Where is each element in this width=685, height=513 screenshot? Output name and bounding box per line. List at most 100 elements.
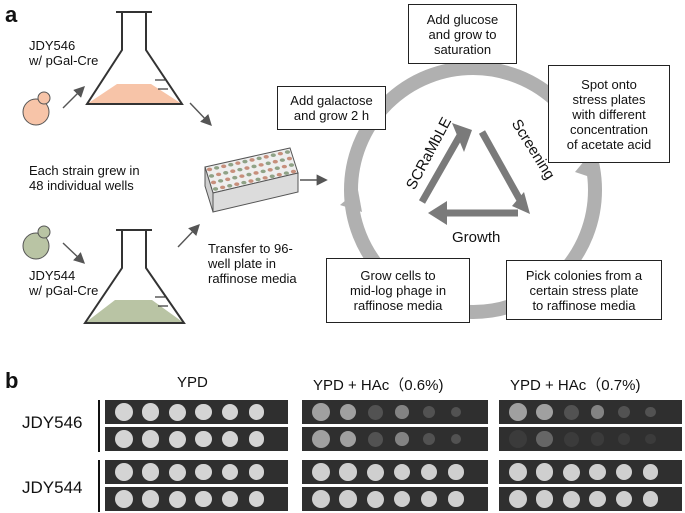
growth-label: Growth xyxy=(452,229,501,246)
colony-spot xyxy=(168,463,186,481)
header-hac-07: YPD + HAc（0.7%) xyxy=(510,377,641,394)
well xyxy=(232,175,238,180)
colony-spot xyxy=(563,404,579,420)
colony-spot xyxy=(248,431,265,447)
yeast-cell-bottom-icon xyxy=(22,225,51,260)
well xyxy=(281,164,287,169)
header-hac-06: YPD + HAc（0.6%) xyxy=(313,377,444,394)
well xyxy=(218,179,224,183)
colony-spot xyxy=(645,433,656,445)
well xyxy=(279,158,285,162)
well xyxy=(234,182,240,187)
plate-strip xyxy=(499,400,682,424)
transfer-note: Transfer to 96- well plate in raffinose … xyxy=(208,241,297,286)
strain-label-jdy546: JDY546 xyxy=(22,413,83,432)
colony-spot xyxy=(618,433,630,445)
colony-spot xyxy=(115,463,133,481)
box-line: Add galactose xyxy=(290,93,373,108)
colony-spot xyxy=(115,430,133,448)
well xyxy=(235,161,241,165)
colony-spot xyxy=(141,430,160,448)
colony-spot xyxy=(195,430,212,448)
plate-strip xyxy=(302,487,488,511)
strain-label-jdy544: JDY544 xyxy=(22,478,83,497)
box-line: and grow 2 h xyxy=(293,108,370,123)
plate-strip xyxy=(105,400,288,424)
well xyxy=(256,156,262,161)
colony-spot xyxy=(195,490,212,508)
box-line: Grow cells to xyxy=(360,268,436,283)
well xyxy=(220,185,226,190)
colony-spot xyxy=(222,404,238,420)
plate-strip xyxy=(499,487,682,511)
well xyxy=(210,180,217,185)
colony-spot xyxy=(115,490,133,508)
colony-spot xyxy=(450,406,462,418)
plate-strip xyxy=(499,460,682,484)
box-line: Spot onto xyxy=(581,76,637,92)
well xyxy=(225,177,231,182)
well xyxy=(263,154,269,159)
strain-bottom-label: JDY544 w/ pGal-Cre xyxy=(29,268,98,298)
colony-spot xyxy=(248,491,265,507)
header-ypd: YPD xyxy=(177,374,208,391)
bracket-jdy546 xyxy=(98,400,100,452)
colony-spot xyxy=(562,463,580,481)
colony-spot xyxy=(590,432,605,446)
plate-strip xyxy=(499,427,682,451)
colony-spot xyxy=(339,430,357,448)
colony-spot xyxy=(421,464,437,480)
colony-spot xyxy=(423,406,435,418)
colony-spot xyxy=(366,490,384,508)
well xyxy=(221,164,227,169)
wells-note-line: 48 individual wells xyxy=(29,178,134,193)
well-plate-icon xyxy=(204,147,299,213)
scramble-screening-triangle xyxy=(418,130,524,217)
colony-spot xyxy=(395,432,409,446)
plate-strip xyxy=(302,400,488,424)
colony-spot xyxy=(141,403,160,421)
well xyxy=(270,153,276,158)
box-line: concentration xyxy=(569,121,649,137)
colony-spot xyxy=(535,490,554,508)
well xyxy=(237,167,243,172)
colony-spot xyxy=(195,403,212,421)
box-line: certain stress plate xyxy=(529,282,639,298)
well xyxy=(206,167,213,172)
wells-note-line: Each strain grew in xyxy=(29,163,140,178)
colony-spot xyxy=(563,431,579,447)
well xyxy=(253,171,259,175)
well xyxy=(286,156,293,161)
strain-top-label: JDY546 w/ pGal-Cre xyxy=(29,38,98,68)
colony-spot xyxy=(248,404,265,420)
colony-spot xyxy=(195,463,212,481)
box-line: with different xyxy=(572,106,646,122)
well xyxy=(248,179,254,183)
colony-spot xyxy=(645,406,656,418)
well xyxy=(230,169,236,174)
well xyxy=(216,172,222,177)
box-line: stress plates xyxy=(572,91,646,107)
well xyxy=(223,170,229,175)
well xyxy=(276,172,282,177)
colony-spot xyxy=(367,404,383,420)
colony-spot xyxy=(312,430,330,448)
well xyxy=(258,163,264,167)
colony-spot xyxy=(509,403,527,421)
box-line: Add glucose xyxy=(426,11,499,27)
well xyxy=(239,174,245,178)
well xyxy=(260,169,266,174)
colony-spot xyxy=(367,431,383,447)
colony-spot xyxy=(448,464,464,480)
box-line: saturation xyxy=(433,41,492,57)
well xyxy=(208,174,215,178)
well xyxy=(262,176,268,180)
colony-spot xyxy=(393,490,411,508)
colony-spot xyxy=(589,490,606,508)
colony-spot xyxy=(642,491,659,507)
transfer-note-line: raffinose media xyxy=(208,271,297,286)
colony-spot xyxy=(222,464,238,480)
plate-strip xyxy=(302,460,488,484)
